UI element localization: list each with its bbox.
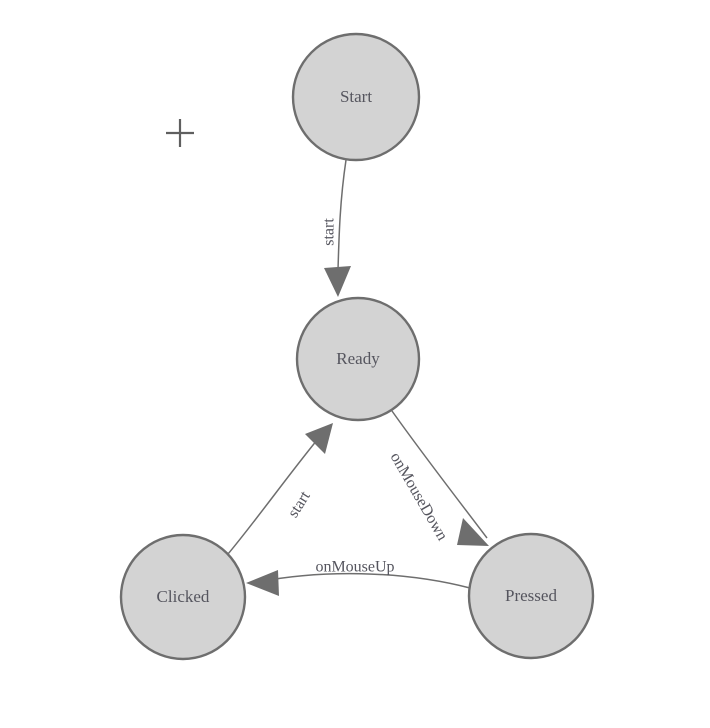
edge-ready-to-pressed-label: onMouseDown [387, 450, 451, 544]
edge-clicked-to-ready[interactable]: start [227, 423, 333, 555]
edge-ready-to-pressed-arrowhead [457, 518, 489, 546]
node-start-circle [291, 32, 421, 162]
node-pressed-label: Pressed [505, 586, 557, 605]
edge-start-to-ready-path [337, 159, 347, 271]
edge-start-to-ready[interactable]: start [321, 159, 351, 297]
edge-clicked-to-ready-label: start [285, 488, 314, 521]
edge-pressed-to-clicked-arrowhead [246, 570, 279, 596]
edge-clicked-to-ready-path [227, 433, 323, 555]
node-clicked[interactable]: Clicked [119, 533, 247, 661]
plus-marker-icon [166, 119, 194, 147]
node-clicked-label: Clicked [157, 587, 210, 606]
edge-pressed-to-clicked-label: onMouseUp [315, 559, 394, 576]
node-ready-label: Ready [336, 349, 380, 368]
node-start[interactable]: Start [291, 32, 421, 162]
edge-start-to-ready-label: start [321, 218, 338, 246]
edge-pressed-to-clicked[interactable]: onMouseUp [246, 559, 471, 596]
edge-ready-to-pressed-path [391, 410, 488, 539]
node-ready[interactable]: Ready [295, 296, 421, 422]
edge-pressed-to-clicked-path [257, 572, 471, 589]
node-pressed[interactable]: Pressed [467, 532, 595, 660]
node-ready-circle [295, 296, 421, 422]
node-clicked-circle [119, 533, 247, 661]
edge-clicked-to-ready-arrowhead [305, 423, 333, 454]
node-pressed-circle [467, 532, 595, 660]
edge-ready-to-pressed[interactable]: onMouseDown [387, 410, 489, 546]
node-start-label: Start [340, 87, 372, 106]
edge-start-to-ready-arrowhead [324, 266, 351, 297]
